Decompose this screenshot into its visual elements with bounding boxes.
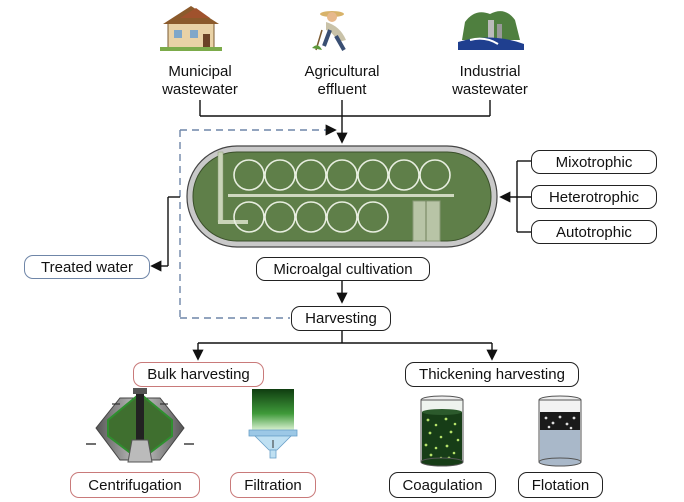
farmer-icon xyxy=(312,11,346,51)
flotation-beaker-icon xyxy=(538,395,582,467)
treated-water-connector xyxy=(150,196,180,272)
source-connectors xyxy=(199,100,491,144)
agricultural-effluent-label: Agricultural effluent xyxy=(304,63,380,98)
microalgal-cultivation-box: Microalgal cultivation xyxy=(256,257,430,281)
thickening-harvesting-box: Thickening harvesting xyxy=(405,362,579,387)
raceway-pond xyxy=(186,145,498,248)
centrifugation-box: Centrifugation xyxy=(70,472,200,498)
harvesting-box: Harvesting xyxy=(291,306,391,331)
filter-icon xyxy=(248,389,298,459)
flotation-box: Flotation xyxy=(518,472,603,498)
industrial-wastewater-label: Industrial wastewater xyxy=(452,63,528,98)
filtration-box: Filtration xyxy=(230,472,316,498)
heterotrophic-box: Heterotrophic xyxy=(531,185,657,209)
coagulation-beaker-icon xyxy=(420,395,464,467)
bulk-harvesting-box: Bulk harvesting xyxy=(133,362,264,387)
coagulation-box: Coagulation xyxy=(389,472,496,498)
centrifuge-icon xyxy=(86,388,194,463)
treated-water-box: Treated water xyxy=(24,255,150,279)
mixotrophic-box: Mixotrophic xyxy=(531,150,657,174)
harvesting-connectors xyxy=(192,281,498,361)
paddle-wheel xyxy=(217,151,248,224)
house-icon xyxy=(160,6,222,51)
autotrophic-box: Autotrophic xyxy=(531,220,657,244)
municipal-wastewater-label: Municipal wastewater xyxy=(162,63,238,98)
trophic-connectors xyxy=(499,160,531,233)
factory-icon xyxy=(458,11,524,50)
recycle-line xyxy=(179,124,337,319)
